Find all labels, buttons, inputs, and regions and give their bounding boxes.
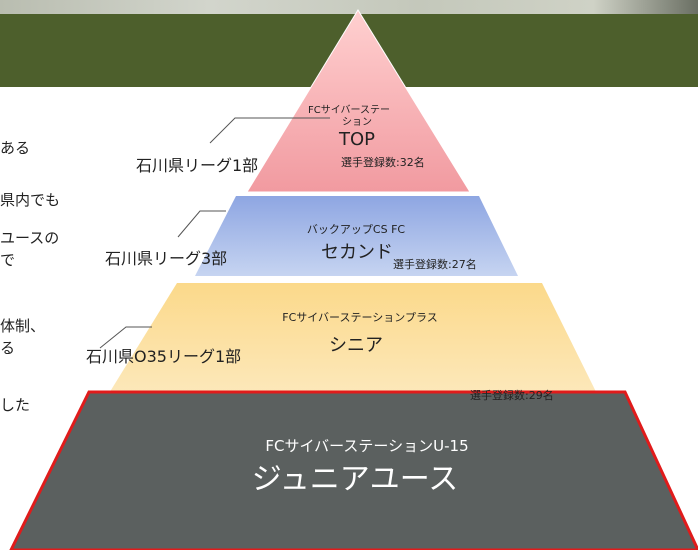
league-leader-line [209, 117, 330, 144]
senior-tier-label: シニア [329, 335, 383, 356]
body-text-line: ユースの [0, 229, 60, 247]
body-text-line: した [0, 396, 31, 414]
pyramid-tier-second [195, 196, 518, 276]
top-player-count: 選手登録数:32名 [341, 155, 425, 169]
body-text-column: ある 県内でも ユースの で 体制、 る した [0, 0, 120, 550]
second-player-count: 選手登録数:27名 [393, 257, 477, 271]
senior-player-count: 選手登録数:29名 [470, 388, 554, 402]
pyramid-tier-youth [9, 390, 698, 550]
league-leader-line [99, 326, 152, 349]
pyramid-tier-senior [95, 283, 608, 416]
senior-league-label: 石川県O35リーグ1部 [86, 347, 241, 366]
second-tier-label: セカンド [321, 242, 393, 263]
top-league-label: 石川県リーグ1部 [136, 156, 258, 175]
body-text-line: 県内でも [0, 191, 61, 209]
youth-team-name: FCサイバーステーションU-15 [265, 437, 468, 455]
league-leader-line [177, 210, 226, 238]
body-text-line: 体制、 [0, 317, 46, 335]
second-team-name: バックアップCS FC [307, 223, 405, 236]
pyramid-tier-top [246, 9, 471, 193]
top-team-name-line2: ション [342, 117, 372, 128]
youth-tier-label: ジュニアユース [252, 462, 458, 497]
body-text-line: る [0, 339, 16, 357]
body-text-line: ある [0, 139, 31, 157]
body-text-line: で [0, 251, 16, 269]
top-team-name: FCサイバーステー [308, 104, 390, 116]
background-photo-strip [0, 0, 698, 16]
senior-team-name: FCサイバーステーションプラス [282, 311, 437, 324]
top-tier-label: TOP [338, 129, 375, 150]
second-league-label: 石川県リーグ3部 [105, 249, 227, 268]
